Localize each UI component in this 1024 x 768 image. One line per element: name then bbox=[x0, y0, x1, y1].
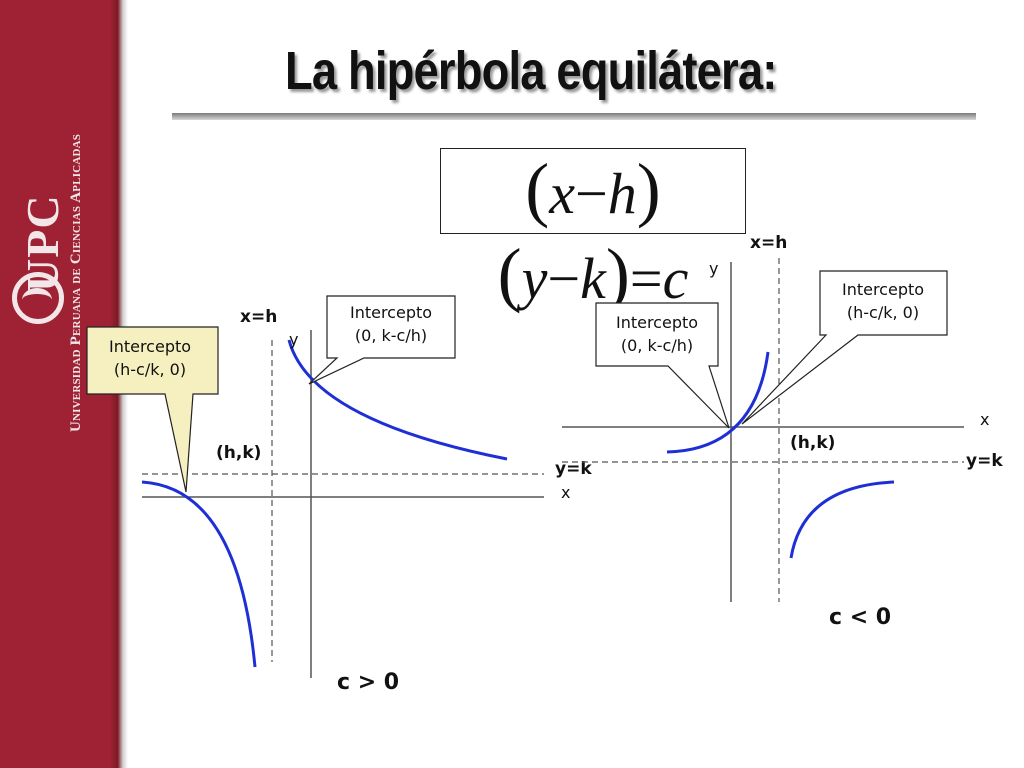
left-callout-y-intercept-line1: Intercepto bbox=[350, 303, 432, 322]
formula-h: h bbox=[607, 161, 637, 226]
formula-x: x bbox=[549, 161, 576, 226]
right-x-axis-label: x bbox=[980, 410, 989, 429]
title-divider bbox=[172, 113, 976, 120]
right-curve-lower-branch bbox=[789, 480, 895, 559]
left-curve-upper-branch bbox=[287, 339, 508, 461]
left-vertical-asymptote-label: x=h bbox=[240, 307, 277, 327]
formula-open-paren: ( bbox=[497, 234, 522, 314]
formula-equation: (x−h)(y−k)=c bbox=[440, 148, 746, 314]
left-curve-lower-branch bbox=[141, 480, 257, 668]
right-callout-x-intercept bbox=[741, 270, 948, 425]
left-callout-y-intercept-line2: (0, k-c/h) bbox=[355, 326, 427, 345]
upc-logo-icon bbox=[12, 272, 64, 324]
left-horizontal-asymptote-label: y=k bbox=[555, 459, 592, 479]
formula-y: y bbox=[521, 246, 548, 311]
right-y-axis-label: y bbox=[709, 259, 718, 278]
right-condition-label: c < 0 bbox=[829, 605, 891, 630]
formula-close-paren: ) bbox=[636, 149, 661, 229]
right-graph: x=h y x (h,k) y=k Intercepto (0, k-c/h) … bbox=[562, 233, 1003, 630]
right-callout-x-intercept-line2: (h-c/k, 0) bbox=[847, 303, 919, 322]
left-callout-y-intercept bbox=[308, 295, 456, 385]
left-y-axis-label: y bbox=[289, 330, 298, 349]
formula-close-paren: ) bbox=[605, 234, 630, 314]
right-callout-y-intercept-line1: Intercepto bbox=[616, 313, 698, 332]
formula-equals: = bbox=[629, 246, 663, 311]
left-x-axis-label: x bbox=[561, 483, 570, 502]
left-center-label: (h,k) bbox=[216, 443, 261, 463]
right-callout-y-intercept bbox=[595, 302, 730, 429]
formula-minus: − bbox=[575, 161, 608, 226]
formula-open-paren: ( bbox=[525, 149, 550, 229]
logo-swoosh-icon bbox=[22, 288, 52, 312]
left-graph: x=h y (h,k) y=k x Intercepto (h-c/k, 0) … bbox=[86, 295, 592, 695]
formula-k: k bbox=[580, 246, 606, 311]
right-horizontal-asymptote-label: y=k bbox=[966, 451, 1003, 471]
page-title: La hipérbola equilátera: bbox=[285, 41, 777, 101]
right-callout-x-intercept-line1: Intercepto bbox=[842, 280, 924, 299]
left-callout-x-intercept bbox=[86, 326, 219, 493]
right-vertical-asymptote-label: x=h bbox=[750, 233, 787, 253]
left-callout-x-intercept-line1: Intercepto bbox=[109, 337, 191, 356]
left-callout-x-intercept-line2: (h-c/k, 0) bbox=[114, 360, 186, 379]
formula-minus: − bbox=[547, 246, 581, 311]
right-center-label: (h,k) bbox=[790, 433, 835, 453]
right-callout-y-intercept-line2: (0, k-c/h) bbox=[621, 336, 693, 355]
formula-c: c bbox=[662, 246, 689, 311]
left-condition-label: c > 0 bbox=[337, 670, 399, 695]
right-curve-upper-branch bbox=[666, 351, 770, 454]
